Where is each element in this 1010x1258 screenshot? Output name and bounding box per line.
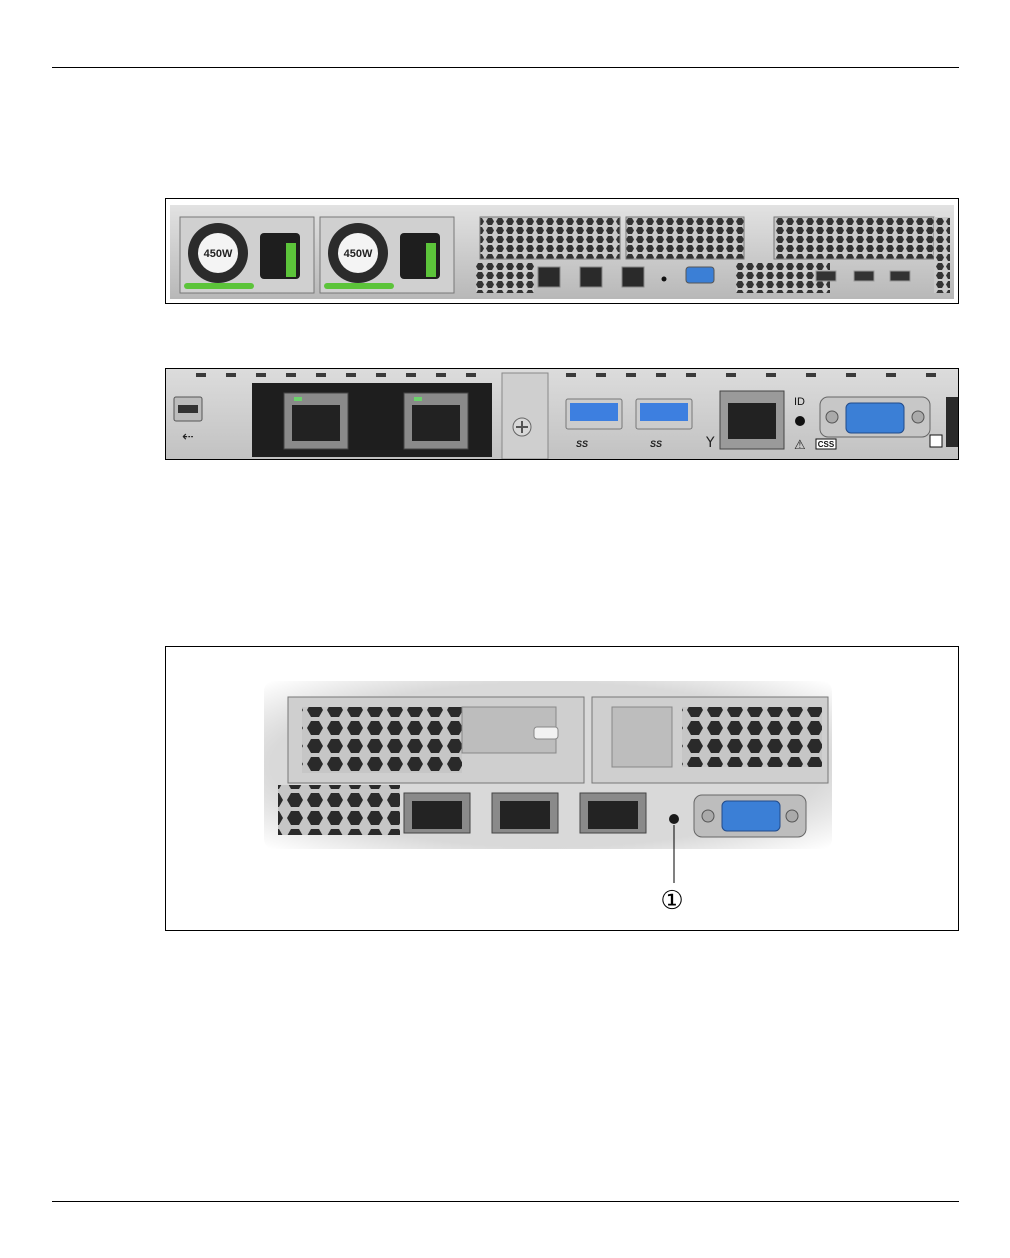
warning-icon: ⚠: [794, 438, 806, 453]
id-button: [795, 416, 805, 426]
vga-port: [722, 801, 780, 831]
lan-port-2: [580, 267, 602, 287]
usb-port-2: [854, 271, 874, 281]
id-label: ID: [794, 396, 805, 408]
lan-port-1: [538, 267, 560, 287]
chassis-latch: [502, 373, 548, 459]
wrench-icon: Y: [705, 435, 715, 451]
psu-1-wattage-label: 450W: [204, 248, 233, 260]
monitor-icon: [930, 435, 942, 447]
css-label: CSS: [818, 440, 835, 449]
usb3-port-1-label: SS: [576, 439, 588, 449]
psu-2: 450W: [320, 217, 454, 293]
usb3-port-2-label: SS: [650, 439, 662, 449]
vent-grille: [278, 785, 400, 835]
id-button-detail-image: ①: [166, 647, 958, 930]
io-panel-closeup-figure: ⇠ SS SS Y ID ⚠ CSS: [165, 368, 959, 460]
id-button-detail-figure: ①: [165, 646, 959, 931]
vent-grille-3: [934, 217, 950, 293]
vga-port: [846, 403, 904, 433]
psu-1: 450W: [180, 217, 314, 293]
callout-1-label: ①: [660, 886, 683, 916]
server-rear-view-image: 450W 450W: [166, 199, 958, 303]
id-button: [662, 277, 667, 282]
pcie-slot-cover-1: [480, 217, 620, 259]
server-rear-view-figure: 450W 450W: [165, 198, 959, 304]
usb-symbol-icon: ⇠: [182, 429, 194, 445]
psu-2-wattage-label: 450W: [344, 248, 373, 260]
io-panel-closeup-image: ⇠ SS SS Y ID ⚠ CSS: [166, 369, 958, 459]
footer-rule: [52, 1201, 959, 1202]
vga-port: [686, 267, 714, 283]
usb-port-1: [816, 271, 836, 281]
lan-port-3: [622, 267, 644, 287]
pcie-slot-cover-3: [774, 217, 934, 259]
id-button: [669, 814, 679, 824]
usb-port-3: [890, 271, 910, 281]
header-rule: [52, 67, 959, 68]
vent-grille: [476, 263, 534, 293]
pcie-slot-cover-2: [626, 217, 744, 259]
